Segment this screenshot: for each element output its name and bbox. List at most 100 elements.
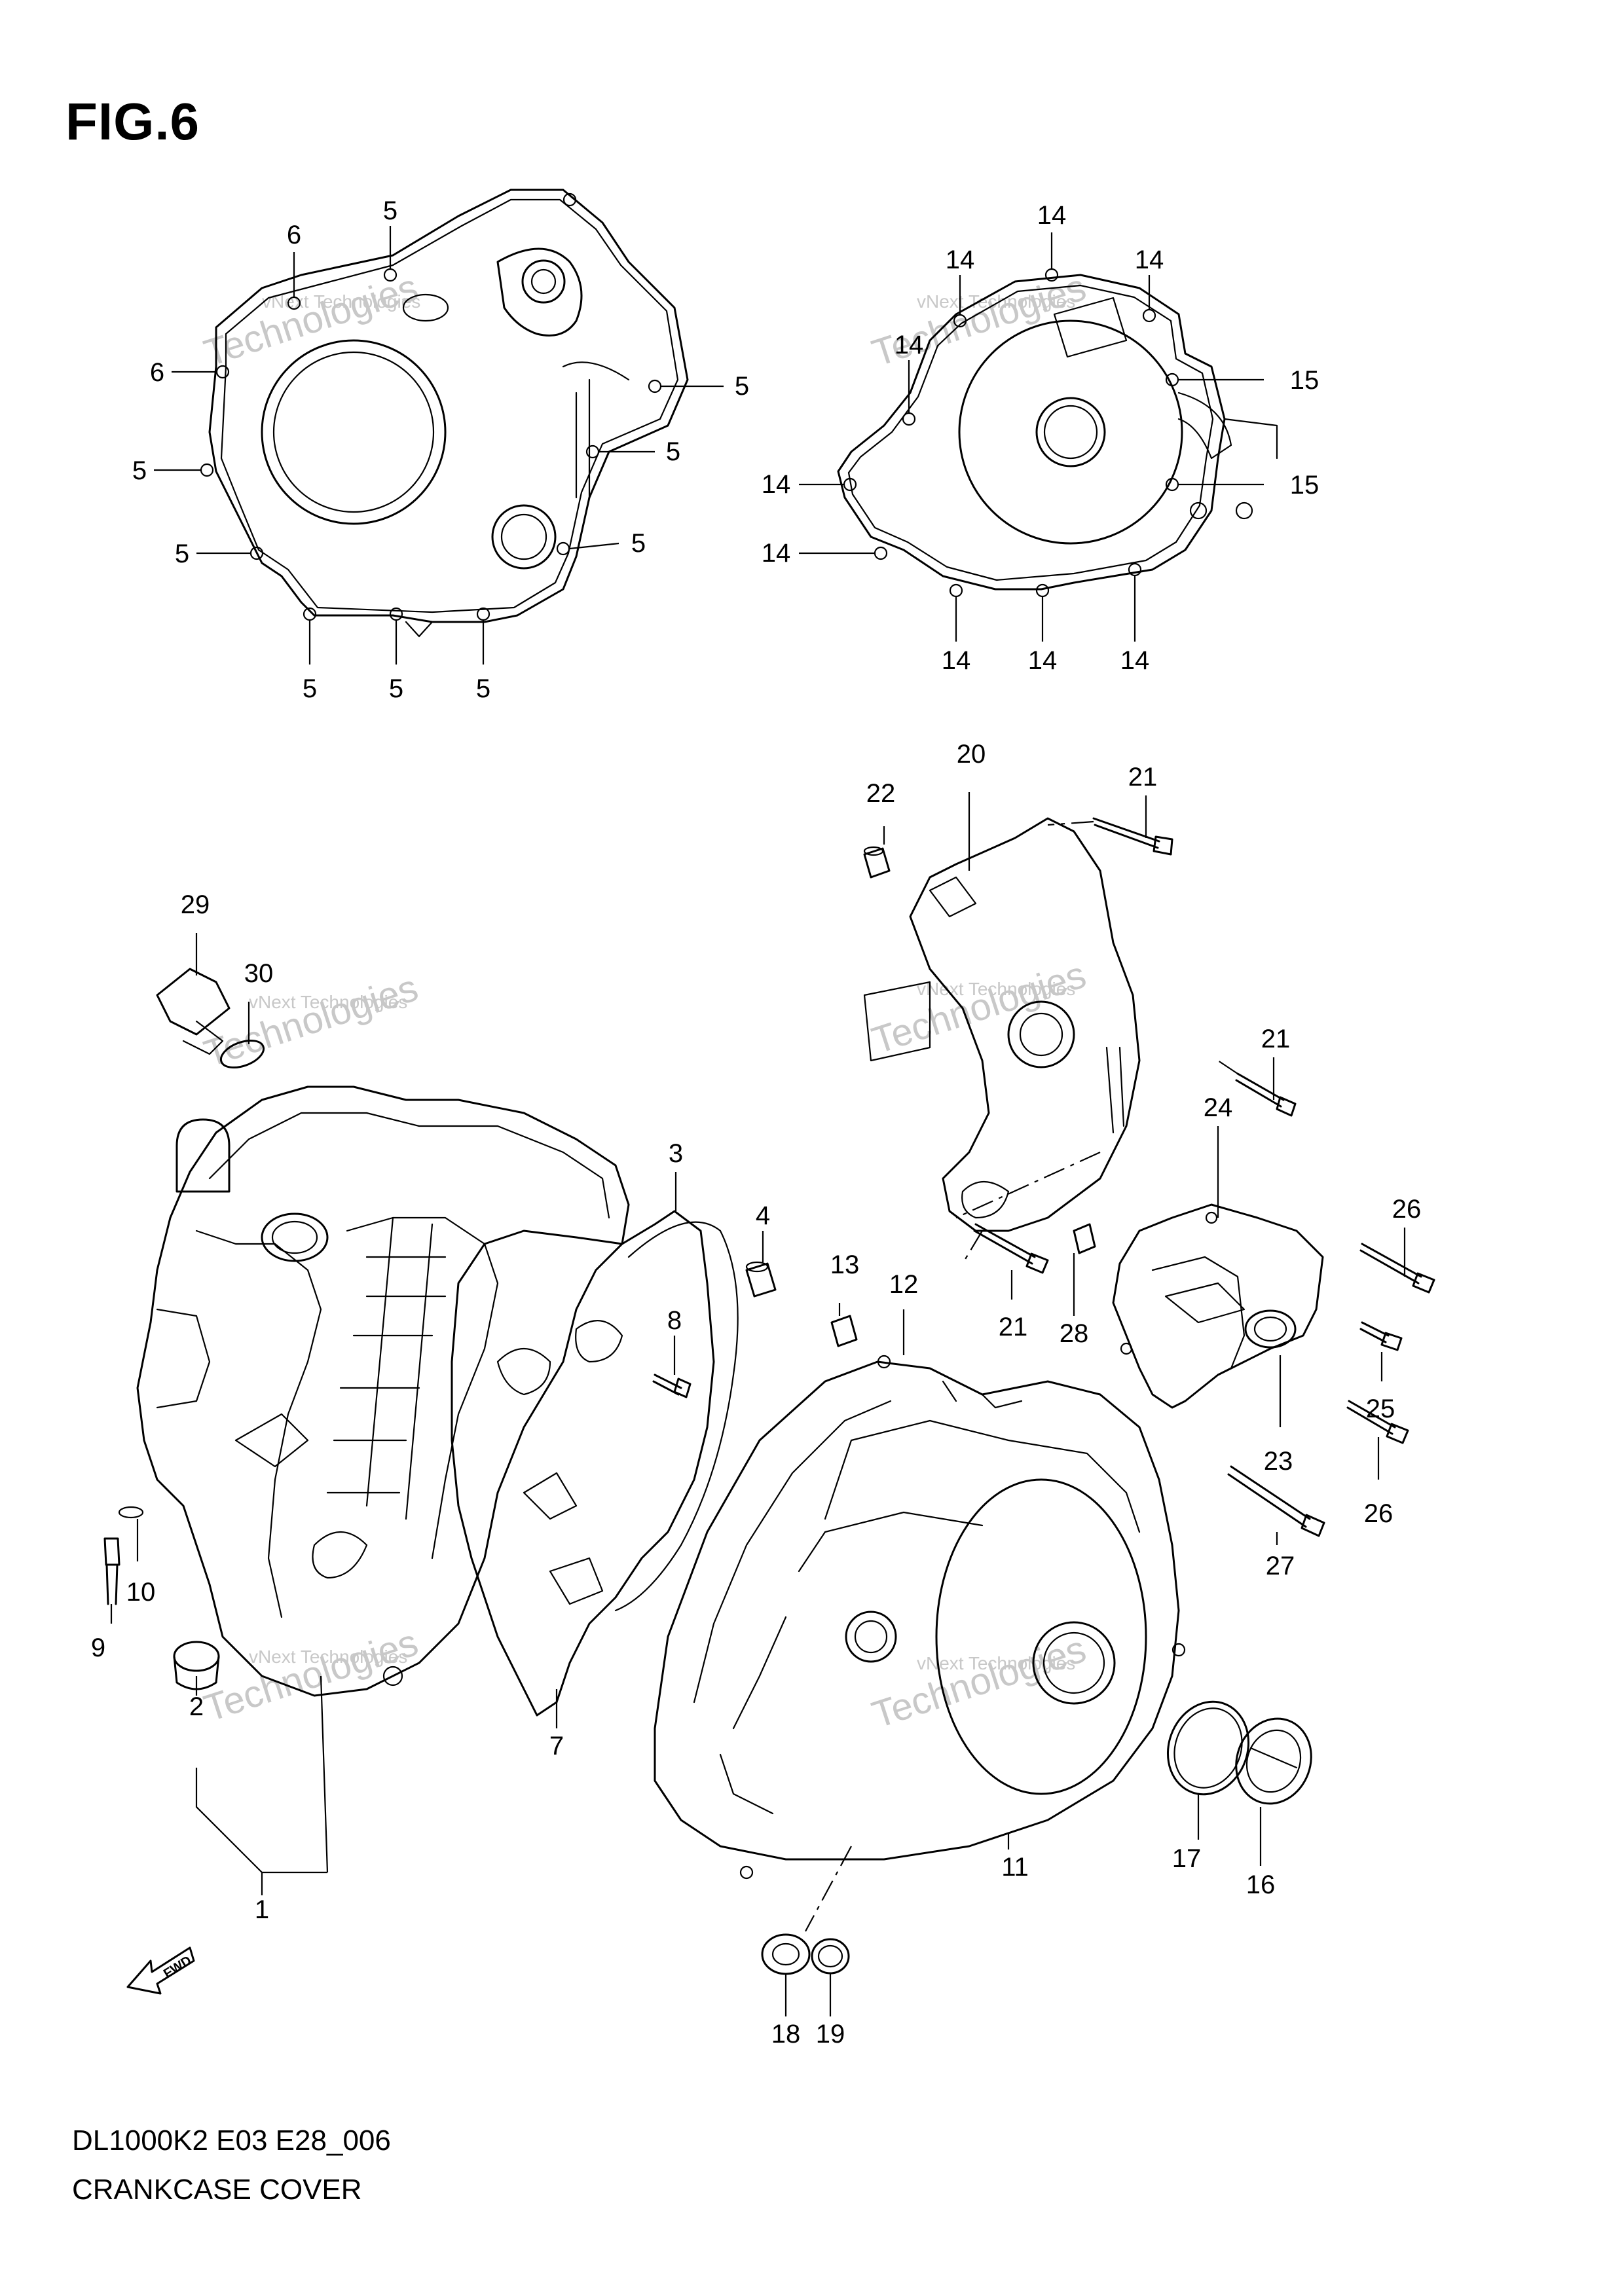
part-1-crankcase [136, 1085, 630, 1697]
model-code: DL1000K2 E03 E28_006 [72, 2124, 391, 2157]
part-8-bolt [652, 1374, 692, 1398]
callout-number: 10 [126, 1578, 156, 1607]
clutch-cover-outline-view [208, 189, 689, 638]
part-7-gasket [451, 1210, 715, 1717]
callout-number: 25 [1366, 1394, 1395, 1423]
generator-cover-outline-view [837, 274, 1278, 591]
part-17-oring [1166, 1700, 1250, 1796]
callout-number: 19 [816, 2020, 845, 2049]
callout-number: 5 [383, 196, 397, 225]
part-21-bolt-top [1092, 817, 1173, 856]
watermark-small: vNext Technologies [917, 1653, 1075, 1673]
part-16-plug [1235, 1717, 1312, 1805]
part-13-dowel [830, 1315, 858, 1347]
section-title: CRANKCASE COVER [72, 2174, 362, 2206]
callout-number: 14 [1037, 201, 1067, 230]
part-18-plug [761, 1933, 811, 1975]
callout-number: 1 [255, 1895, 269, 1924]
callout-number: 14 [1120, 646, 1150, 675]
callout-number: 5 [389, 674, 403, 703]
callout-number: 26 [1364, 1499, 1393, 1528]
watermark-small: vNext Technologies [249, 992, 407, 1012]
callout-number: 14 [895, 331, 924, 359]
part-22-dowel [863, 846, 891, 879]
part-29-cap [156, 968, 231, 1055]
callout-number: 13 [830, 1250, 860, 1279]
callout-number: 14 [946, 246, 975, 274]
callout-number: 21 [1128, 763, 1158, 792]
callout-number: 16 [1246, 1870, 1276, 1899]
callout-number: 15 [1290, 471, 1320, 500]
callout-number: 15 [1290, 366, 1320, 395]
part-30-oring [219, 1039, 265, 1069]
part-19-washer [811, 1938, 850, 1975]
part-leader-lines [110, 792, 1406, 2016]
callout-number: 20 [957, 740, 986, 769]
part-20-cover [863, 817, 1141, 1264]
part-3-gasket [614, 1221, 739, 1612]
callout-number: 5 [303, 674, 317, 703]
watermark-small: vNext Technologies [249, 1647, 407, 1667]
callout-number: 22 [866, 779, 896, 808]
callout-number: 5 [132, 456, 147, 485]
part-callout-numbers: 1 2 3 4 7 8 9 10 11 12 13 16 17 18 19 20… [91, 740, 1421, 2049]
part-28-dowel [1073, 1223, 1096, 1254]
part-24-cover [1112, 1203, 1324, 1409]
watermark-large: Technologies [199, 966, 423, 1075]
callout-number: 4 [756, 1201, 770, 1230]
part-25-bolt [1359, 1321, 1403, 1351]
watermark-large: Technologies [199, 1621, 423, 1730]
callout-number: 21 [1261, 1025, 1291, 1053]
right-view-callouts: 14 14 14 14 14 14 14 14 14 15 15 [762, 201, 1320, 675]
callout-number: 14 [1135, 246, 1164, 274]
part-10-washer [118, 1506, 144, 1519]
callout-number: 18 [771, 2020, 801, 2049]
watermark-large: Technologies [199, 266, 423, 374]
figure-label: FIG.6 [65, 92, 200, 151]
callout-number: 14 [762, 539, 791, 568]
callout-number: 6 [287, 221, 301, 249]
callout-number: 3 [669, 1139, 683, 1168]
callout-number: 14 [1028, 646, 1058, 675]
forward-arrow-icon: FWD [126, 1946, 195, 1995]
part-9-bolt [103, 1537, 120, 1605]
callout-number: 5 [735, 372, 749, 401]
callout-number: 29 [181, 890, 210, 919]
callout-number: 21 [999, 1313, 1028, 1341]
callout-number: 7 [549, 1732, 564, 1760]
left-view-callouts: 5 6 6 5 5 5 5 5 5 5 5 [132, 196, 749, 703]
callout-number: 6 [150, 358, 164, 387]
part-26-bolt-upper [1359, 1243, 1435, 1294]
watermark-small: vNext Technologies [917, 291, 1075, 312]
callout-number: 5 [476, 674, 490, 703]
watermark-small: vNext Technologies [917, 979, 1075, 999]
left-view-bolt-holes [200, 192, 662, 621]
part-27-bolt [1227, 1465, 1325, 1537]
part-21-bolt-right [1235, 1072, 1297, 1117]
part-4-dowel [745, 1261, 777, 1298]
callout-number: 14 [762, 470, 791, 499]
callout-number: 2 [189, 1692, 204, 1721]
watermark-large: Technologies [867, 1628, 1091, 1736]
part-21-bolt-lower [973, 1223, 1049, 1274]
callout-number: 27 [1266, 1552, 1295, 1580]
callout-number: 17 [1172, 1844, 1202, 1873]
watermark-large: Technologies [867, 953, 1091, 1062]
callout-number: 8 [667, 1306, 682, 1335]
callout-number: 5 [666, 437, 680, 466]
part-11-generator-cover [654, 1355, 1186, 1880]
right-view-bolt-holes [843, 268, 1179, 598]
callout-number: 28 [1060, 1319, 1089, 1348]
callout-number: 9 [91, 1633, 105, 1662]
callout-number: 26 [1392, 1195, 1422, 1224]
fwd-label: FWD [161, 1953, 194, 1981]
callout-number: 24 [1204, 1093, 1233, 1122]
callout-number: 14 [942, 646, 971, 675]
callout-number: 5 [175, 539, 189, 568]
callout-number: 30 [244, 959, 274, 988]
callout-number: 5 [631, 529, 646, 558]
part-26-bolt-lower [1346, 1400, 1409, 1444]
callout-number: 23 [1264, 1447, 1293, 1476]
callout-number: 12 [889, 1270, 919, 1299]
